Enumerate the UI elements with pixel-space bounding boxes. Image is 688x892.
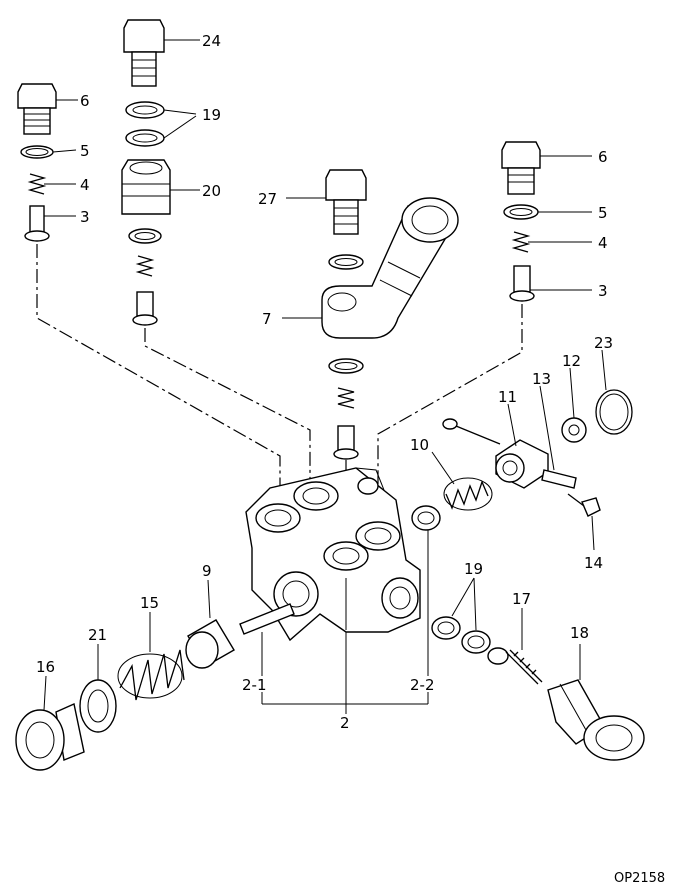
- part-ring-21: [79, 679, 117, 733]
- label-5-left: 5: [80, 142, 90, 160]
- part-number-labels: 24 19 6 5 4 3 20 27 7 6 5 4 3 23 12 13 1…: [36, 32, 665, 886]
- label-16: 16: [36, 658, 55, 676]
- part-ring-2-2: [411, 505, 441, 531]
- part-spring-7-lower: [337, 387, 355, 409]
- part-rings-19-top: [125, 101, 165, 147]
- label-5-right: 5: [598, 204, 608, 222]
- drawing-code: OP2158: [614, 871, 665, 886]
- part-ring-7-lower: [328, 358, 364, 374]
- part-plug-18: [547, 679, 645, 761]
- label-6-left: 6: [80, 92, 90, 110]
- part-sleeve-11: [495, 439, 549, 489]
- label-13: 13: [532, 370, 551, 388]
- part-piston-7-lower: [333, 425, 359, 460]
- label-9: 9: [202, 562, 212, 580]
- part-ring-20-lower: [128, 228, 162, 244]
- label-19-top: 19: [202, 106, 221, 124]
- label-27: 27: [258, 190, 277, 208]
- part-spring-20-lower: [135, 255, 155, 277]
- label-19-bottom: 19: [464, 560, 483, 578]
- part-screw-14: [567, 493, 601, 517]
- label-7: 7: [262, 310, 272, 328]
- label-2-1: 2-1: [242, 676, 267, 694]
- part-cap-12: [561, 417, 587, 443]
- part-spring-4-left: [27, 173, 47, 195]
- label-14: 14: [584, 554, 603, 572]
- part-screw-11: [442, 418, 501, 445]
- label-23: 23: [594, 334, 613, 352]
- dash-line-right-3: [377, 304, 523, 530]
- label-15: 15: [140, 594, 159, 612]
- dash-line-left-3: [36, 244, 281, 490]
- part-ring-5-right: [503, 204, 539, 220]
- label-10: 10: [410, 436, 429, 454]
- label-18: 18: [570, 624, 589, 642]
- label-11: 11: [498, 388, 517, 406]
- part-plug-6-right: [501, 141, 541, 195]
- part-screw-17: [487, 647, 543, 685]
- part-piston-3-left: [24, 205, 50, 242]
- part-ring-7-top: [328, 254, 364, 270]
- part-sleeve-9: [185, 619, 235, 669]
- part-snap-ring-23: [595, 389, 633, 435]
- label-6-right: 6: [598, 148, 608, 166]
- part-piston-3-right: [509, 265, 535, 302]
- part-pin-2-1: [239, 603, 295, 635]
- label-17: 17: [512, 590, 531, 608]
- part-plug-27: [325, 169, 367, 235]
- part-piston-20-lower: [132, 291, 158, 326]
- label-20: 20: [202, 182, 221, 200]
- leader-lines: [43, 39, 607, 714]
- part-shaft-13: [541, 469, 577, 489]
- part-rings-19-bottom: [431, 616, 491, 654]
- label-4-right: 4: [598, 234, 608, 252]
- label-24: 24: [202, 32, 221, 50]
- part-plug-16: [15, 703, 85, 771]
- dash-line-column-24: [144, 328, 311, 490]
- part-ring-5-left: [20, 145, 54, 159]
- part-plug-24: [123, 19, 165, 87]
- part-spring-10: [443, 477, 493, 511]
- part-valve-body-2: [245, 467, 421, 642]
- part-spring-15: [117, 649, 185, 701]
- label-12: 12: [562, 352, 581, 370]
- label-3-left: 3: [80, 208, 90, 226]
- part-spring-4-right: [511, 231, 531, 253]
- label-2-2: 2-2: [410, 676, 435, 694]
- label-21: 21: [88, 626, 107, 644]
- label-3-right: 3: [598, 282, 608, 300]
- part-elbow-7: [321, 197, 459, 339]
- part-nut-20: [121, 159, 171, 215]
- part-plug-6-left: [17, 83, 57, 135]
- label-2: 2: [340, 714, 350, 732]
- label-4-left: 4: [80, 176, 90, 194]
